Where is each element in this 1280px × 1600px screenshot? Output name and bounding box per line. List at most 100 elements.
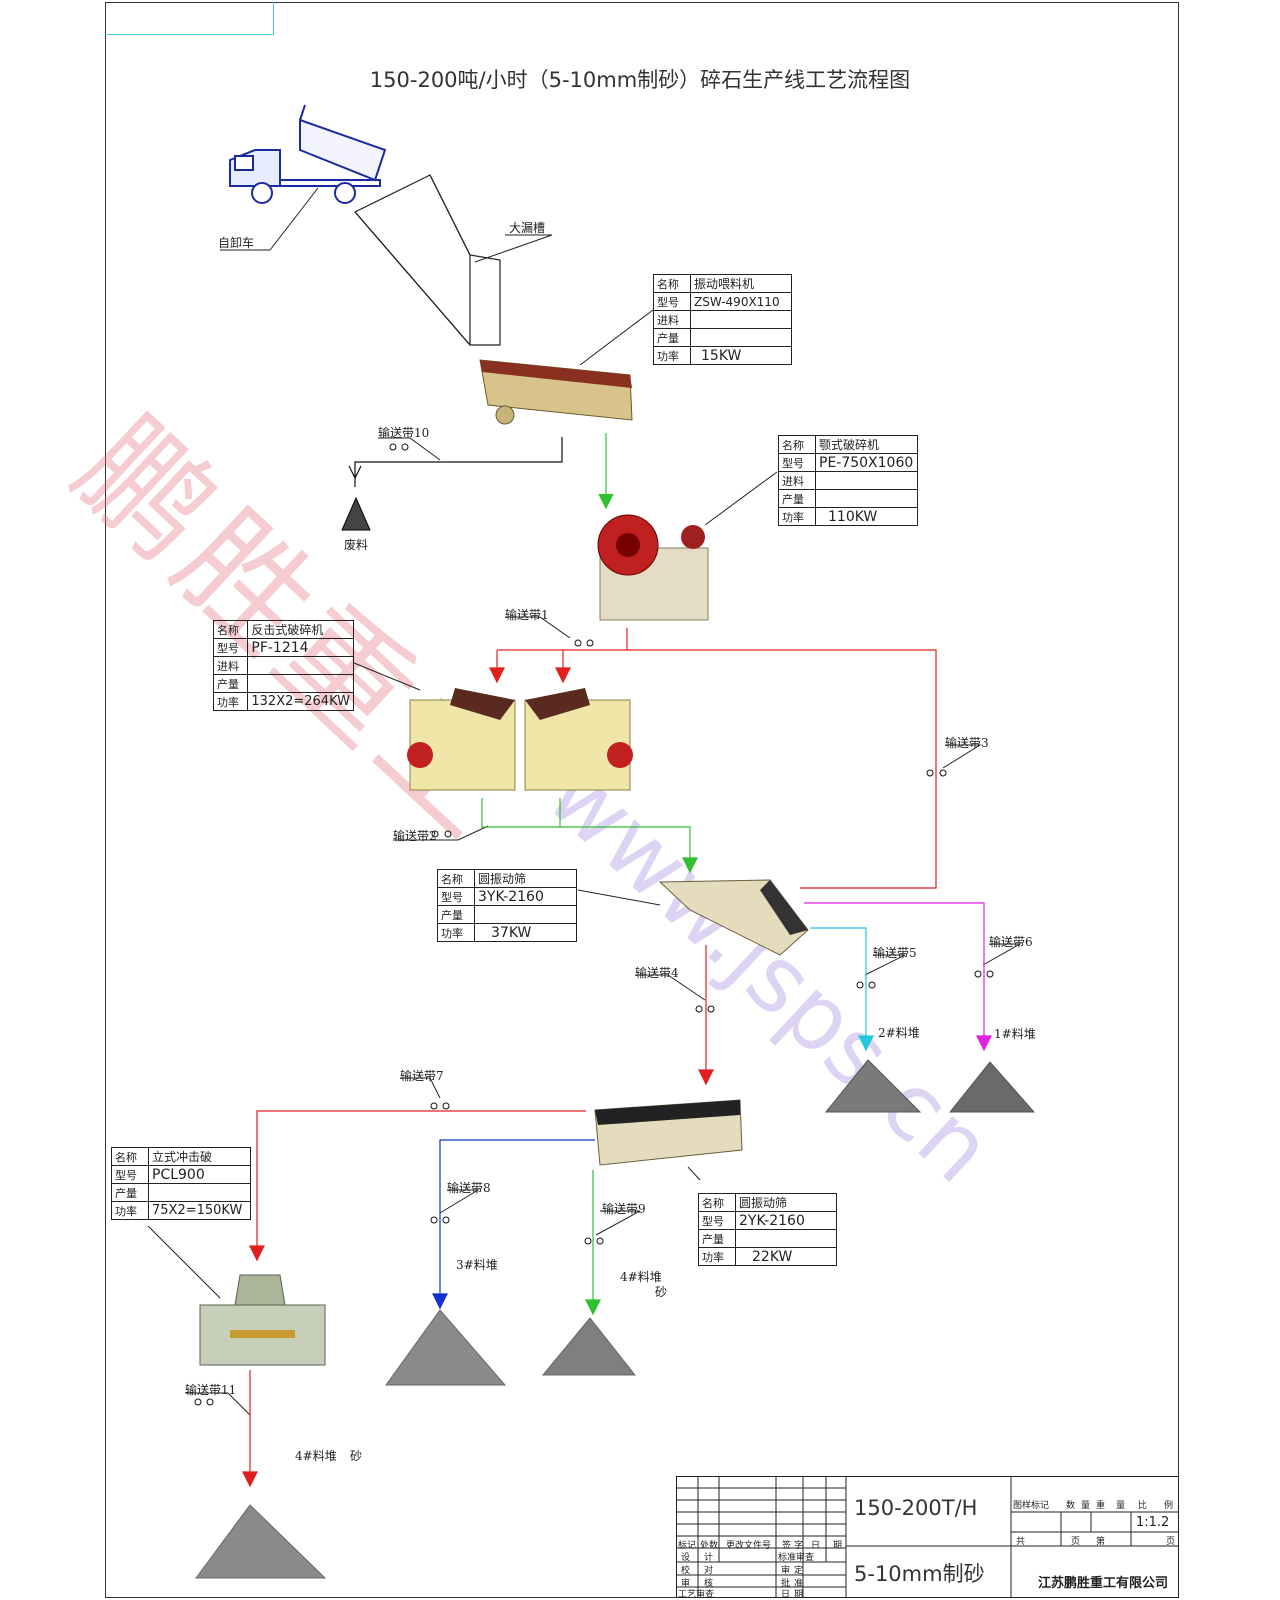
spec-key: 产量 [212,674,249,693]
tb-sheet-no: 第 [1096,1537,1106,1547]
tb-left-mark: 标记 [678,1541,697,1551]
spec-key: 进料 [653,310,691,329]
vibrating-screen-2-icon [594,1099,743,1166]
belt8-label: 输送带8 [447,1181,491,1195]
tb-role2-ratify2: 准 [794,1579,804,1589]
spec-key: 型号 [653,292,691,311]
tb-header-wt1: 重 [1096,1501,1106,1511]
tb-header-ratio1: 比 [1138,1501,1148,1511]
feeder-feed [690,310,792,329]
spec-key: 名称 [212,620,249,639]
belt-pulleys [194,443,994,1406]
tb-left-count: 处数 [700,1541,719,1551]
spec-key: 进料 [778,471,816,490]
tb-left-sign1: 签 [782,1541,792,1551]
tb-left-sign2: 字 [794,1541,804,1551]
jaw-output [815,489,918,508]
spec-key: 产量 [111,1183,149,1202]
tb-sheet-total: 共 [1016,1537,1026,1547]
waste-label: 废料 [344,538,369,552]
tb-header-ratio2: 例 [1164,1501,1174,1511]
tb-role2-ratify1: 批 [781,1579,791,1589]
spec-key: 功率 [698,1247,736,1266]
jaw-crusher-icon [597,514,709,621]
vsi-crusher-icon [199,1274,326,1366]
impact-crusher-icon [407,688,633,791]
title-block-spec2: 5-10mm制砂 [854,1562,985,1586]
tb-left-docno: 更改文件号 [726,1541,772,1551]
title-block-scale: 1:1.2 [1136,1515,1170,1530]
vsi-output [148,1183,251,1202]
pile-2-icon [824,1059,922,1113]
hopper-icon [354,174,501,346]
pile-4b-icon [195,1504,327,1579]
screen2-power: 22KW [735,1247,837,1266]
spec-key: 名称 [778,435,816,454]
screen1-model: 3YK-2160 [474,887,577,906]
spec-key: 产量 [653,328,691,347]
jaw-power: 110KW [815,507,918,526]
tb-sheet-page2: 页 [1166,1537,1176,1547]
tb-role-design2: 计 [704,1553,714,1563]
tb-header-qty1: 数 [1066,1501,1076,1511]
corner-box [105,2,274,35]
spec-key: 型号 [437,887,475,906]
feeder-name: 振动喂料机 [690,274,792,293]
tb-left-date2: 期 [833,1541,843,1551]
belt10-label: 输送带10 [378,426,430,440]
tb-role2-date1: 日 [781,1590,791,1600]
vsi-power: 75X2=150KW [148,1201,251,1220]
spec-key: 名称 [653,274,691,293]
pile-4a-icon [541,1317,637,1376]
impact-name: 反击式破碎机 [247,620,354,639]
spec-key: 进料 [212,656,249,675]
tb-role-process: 工艺审查 [678,1590,715,1600]
feeder-model: ZSW-490X110 [690,292,792,311]
impact-model: PF-1214 [247,638,354,657]
spec-key: 功率 [653,346,691,365]
spec-key: 功率 [212,692,249,711]
tb-role-design1: 设 [681,1553,691,1563]
belt5-label: 输送带5 [873,946,917,960]
vsi-name: 立式冲击破 [148,1147,251,1166]
spec-key: 功率 [778,507,816,526]
leader-lines [147,187,1022,1416]
tb-role2-date2: 期 [794,1590,804,1600]
belt6-label: 输送带6 [989,935,1033,949]
waste-pile-icon [341,496,371,531]
spec-key: 型号 [778,453,816,472]
screen2-name: 圆振动筛 [735,1193,837,1212]
spec-key: 名称 [437,869,475,888]
spec-key: 功率 [437,923,475,942]
pile1-label: 1#料堆 [994,1027,1036,1041]
tb-role-check2: 对 [704,1566,714,1576]
belt11-label: 输送带11 [185,1383,237,1397]
title-block-company: 江苏鹏胜重工有限公司 [1038,1576,1169,1591]
jaw-model: PE-750X1060 [815,453,918,472]
jaw-name: 颚式破碎机 [815,435,918,454]
spec-key: 产量 [778,489,816,508]
pile2-label: 2#料堆 [878,1026,920,1040]
tb-header-qty2: 量 [1081,1501,1091,1511]
pile3-label: 3#料堆 [456,1258,498,1272]
vibrating-screen-1-icon [658,879,809,956]
hopper-label: 大漏槽 [509,221,546,235]
spec-key: 型号 [111,1165,149,1184]
pile4b-label: 4#料堆 [295,1449,337,1463]
spec-key: 产量 [698,1229,736,1248]
tb-role2-approve1: 审 [781,1566,791,1576]
flow-lines [242,433,992,1488]
spec-key: 产量 [437,905,475,924]
screen1-name: 圆振动筛 [474,869,577,888]
screen2-model: 2YK-2160 [735,1211,837,1230]
belt2-label: 输送带2 [393,829,437,843]
title-block-grid [676,1476,1179,1598]
dump-truck-icon [229,104,387,204]
